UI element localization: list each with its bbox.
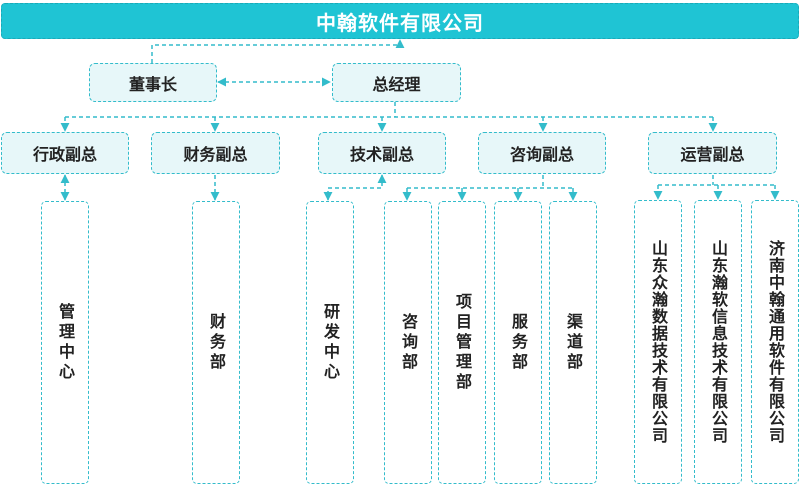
node-jn-zhonghan-general: 济南中翰通用软件有限公司 (751, 200, 799, 484)
label-channel-dept: 渠道部 (564, 312, 583, 373)
node-service-dept: 服务部 (494, 201, 542, 484)
node-vp-finance: 财务副总 (151, 132, 280, 174)
node-vp-ops: 运营副总 (648, 132, 777, 174)
node-general-manager: 总经理 (332, 63, 461, 102)
node-channel-dept: 渠道部 (549, 201, 597, 484)
connector-chairman-title (151, 39, 405, 63)
node-chairman: 董事长 (89, 63, 217, 102)
label-pm-dept: 项目管理部 (453, 292, 472, 393)
node-vp-consult: 咨询副总 (478, 132, 606, 174)
label-sd-zhonghan-data: 山东众瀚数据技术有限公司 (649, 240, 668, 444)
node-vp-admin: 行政副总 (1, 132, 129, 174)
label-jn-zhonghan-general: 济南中翰通用软件有限公司 (766, 240, 785, 444)
node-sd-zhonghan-data: 山东众瀚数据技术有限公司 (634, 200, 682, 484)
label-service-dept: 服务部 (509, 312, 528, 373)
node-finance-dept: 财务部 (192, 201, 240, 484)
label-sd-hanruan-info: 山东瀚软信息技术有限公司 (709, 240, 728, 444)
node-sd-hanruan-info: 山东瀚软信息技术有限公司 (694, 200, 742, 484)
node-mgmt-center: 管理中心 (41, 201, 89, 484)
label-consult-dept: 咨询部 (399, 312, 418, 373)
node-pm-dept: 项目管理部 (438, 201, 486, 484)
node-rd-center: 研发中心 (306, 201, 354, 484)
label-mgmt-center: 管理中心 (56, 302, 75, 383)
node-consult-dept: 咨询部 (384, 201, 432, 484)
label-rd-center: 研发中心 (321, 302, 340, 383)
connector-tech-rd (323, 174, 387, 201)
label-finance-dept: 财务部 (207, 312, 226, 373)
company-title: 中翰软件有限公司 (1, 3, 799, 39)
node-vp-tech: 技术副总 (318, 132, 446, 174)
